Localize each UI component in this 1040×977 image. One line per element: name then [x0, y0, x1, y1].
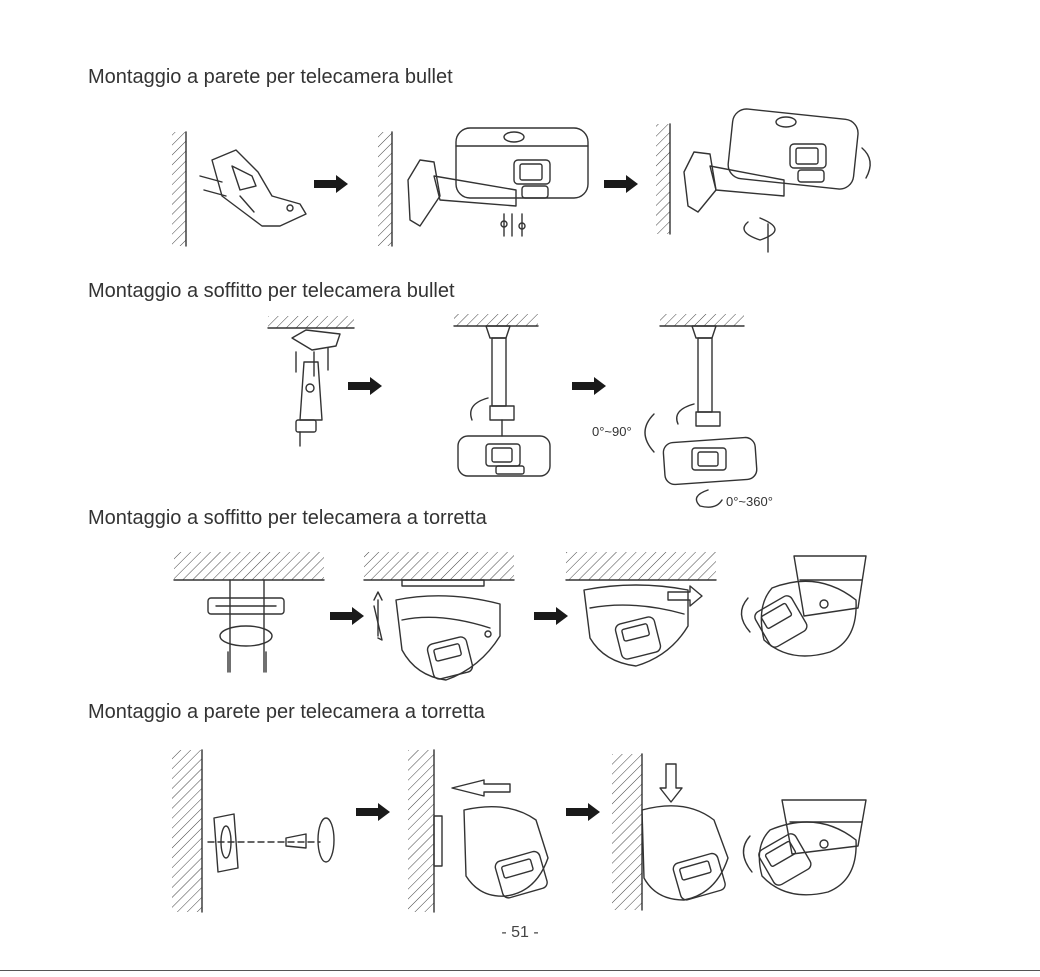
ceiling-bullet-step-2 [454, 314, 550, 476]
bottom-rule [0, 970, 1040, 971]
ceiling-turret-step-4 [741, 556, 866, 656]
pan-range-label: 0°~360° [726, 494, 773, 509]
wall-turret-step-3 [612, 754, 728, 910]
ceiling-turret-step-2 [364, 552, 514, 680]
ceiling-turret-step-1 [174, 552, 324, 672]
step-arrow [356, 803, 390, 821]
step-arrow [348, 377, 382, 395]
tilt-range-label: 0°~90° [592, 424, 632, 439]
page-number: - 51 - [0, 924, 1040, 942]
step-arrow [572, 377, 606, 395]
step-arrow [330, 607, 364, 625]
step-arrow [534, 607, 568, 625]
wall-bullet-step-1 [172, 132, 306, 246]
wall-bullet-step-2 [378, 128, 588, 246]
ceiling-bullet-step-3 [645, 314, 757, 507]
ceiling-bullet-step-1 [268, 316, 354, 446]
step-arrow [604, 175, 638, 193]
step-arrow [566, 803, 600, 821]
wall-turret-step-2 [408, 750, 549, 912]
step-arrow [314, 175, 348, 193]
ceiling-turret-step-3 [566, 552, 716, 666]
wall-turret-step-1 [172, 750, 334, 912]
wall-turret-step-4 [743, 800, 866, 895]
wall-bullet-step-3 [656, 108, 870, 252]
